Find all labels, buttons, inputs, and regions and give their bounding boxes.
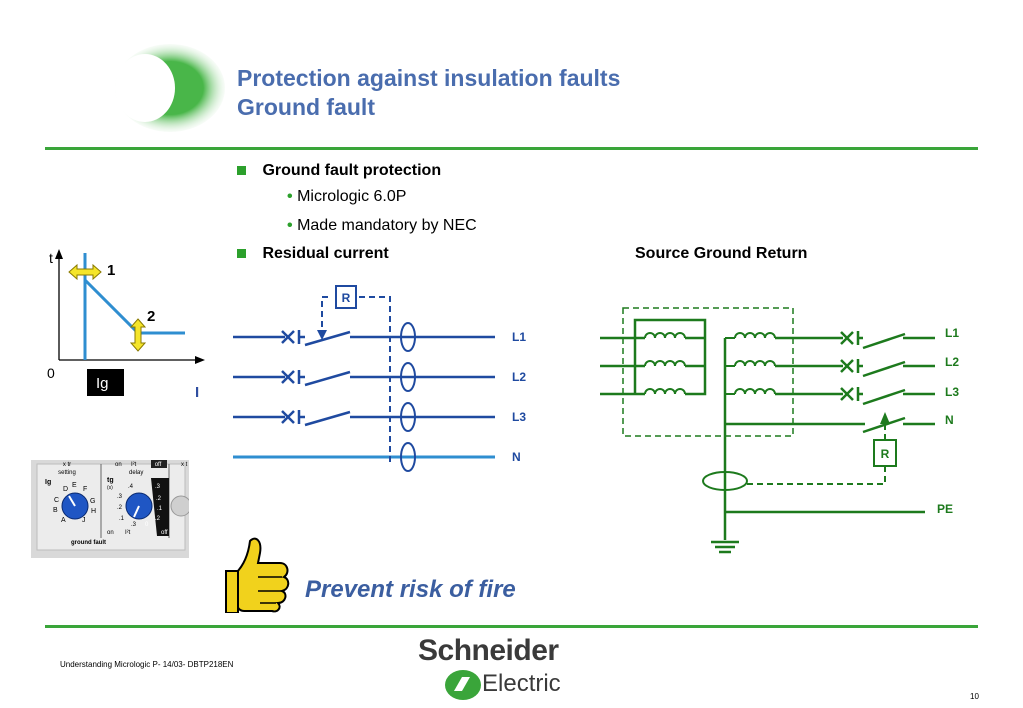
transformer-coil-icon — [644, 332, 776, 395]
svg-text:.3: .3 — [155, 484, 161, 490]
svg-text:.2: .2 — [155, 516, 161, 522]
svg-text:.1: .1 — [157, 506, 163, 512]
line-l3-label: L3 — [512, 410, 526, 424]
title-line-1: Protection against insulation faults — [237, 65, 621, 91]
line-l1-label: L1 — [512, 330, 526, 344]
sub-bullet-text: Micrologic 6.0P — [297, 188, 407, 205]
marker-2-label: 2 — [147, 308, 155, 325]
slogan: Prevent risk of fire — [305, 576, 516, 603]
bullet-square-icon — [237, 249, 246, 258]
sub-bullet-text: Made mandatory by NEC — [297, 217, 477, 234]
tg-unit-label: (s) — [107, 485, 113, 491]
svg-text:A: A — [61, 517, 66, 524]
slide-title: Protection against insulation faults Gro… — [237, 64, 620, 122]
trip-curve-diagram: t 1 2 0 Ig I — [47, 249, 205, 401]
current-sensor-icon — [400, 322, 416, 472]
line-n-label: N — [945, 413, 954, 427]
decorative-green-ellipse — [115, 44, 225, 132]
svg-text:J: J — [82, 517, 86, 524]
origin-label: 0 — [47, 365, 55, 381]
svg-text:I²t: I²t — [125, 530, 131, 536]
ground-fault-caption: ground fault — [71, 540, 106, 546]
sub-bullet: • Made mandatory by NEC — [287, 217, 477, 234]
ig-dial-label: Ig — [45, 479, 51, 486]
setting-label: setting — [58, 470, 76, 476]
line-l3-label: L3 — [945, 385, 959, 399]
svg-text:off: off — [161, 530, 168, 536]
logo-mark-icon — [445, 670, 481, 700]
bullet-label: Residual current — [262, 245, 389, 262]
sub-bullet: • Micrologic 6.0P — [287, 188, 407, 205]
vertical-double-arrow-icon — [129, 318, 147, 352]
residual-current-diagram: R L1 L2 L3 N — [233, 285, 526, 472]
schneider-electric-logo: Schneider Electric — [418, 632, 593, 704]
line-n-label: N — [512, 450, 521, 464]
svg-text:.1: .1 — [119, 516, 125, 522]
bullet-label: Ground fault protection — [262, 162, 442, 179]
svg-text:.4: .4 — [128, 484, 134, 490]
thumbs-up-icon — [225, 537, 290, 613]
relay-label: R — [342, 291, 351, 305]
x-tr-right: x t — [181, 462, 188, 468]
i-axis-label: I — [195, 384, 199, 401]
micrologic-dial-panel: off x tr setting on I²t delay x t Ig tg … — [31, 460, 189, 558]
svg-text:G: G — [90, 498, 95, 505]
svg-text:F: F — [83, 486, 87, 493]
line-l2-label: L2 — [512, 370, 526, 384]
breaker-contact-icon — [281, 330, 301, 424]
svg-text:H: H — [91, 508, 96, 515]
svg-text:.2: .2 — [156, 496, 162, 502]
bullet-residual-current: Residual current — [237, 245, 389, 263]
bottom-divider — [45, 625, 978, 628]
svg-text:0: 0 — [145, 522, 149, 528]
footer-text: Understanding Micrologic P- 14/03- DBTP2… — [60, 660, 234, 669]
bullet-ground-fault: Ground fault protection — [237, 162, 441, 180]
svg-text:.3: .3 — [117, 494, 123, 500]
on-label: on — [115, 462, 122, 468]
t-axis-label: t — [49, 250, 53, 266]
it-label: I²t — [131, 462, 137, 468]
horizontal-double-arrow-icon — [68, 263, 102, 281]
title-line-2: Ground fault — [237, 94, 375, 120]
line-pe-label: PE — [937, 502, 953, 516]
top-divider — [45, 147, 978, 150]
line-l1-label: L1 — [945, 326, 959, 340]
x-tr-left: x tr — [63, 462, 71, 468]
off-label: off — [155, 462, 162, 468]
source-ground-return-diagram: R L1 L2 L3 N PE — [600, 307, 959, 554]
svg-text:E: E — [72, 482, 77, 489]
svg-text:on: on — [107, 530, 114, 536]
breaker-contact-icon — [840, 331, 860, 401]
svg-text:D: D — [63, 486, 68, 493]
line-l2-label: L2 — [945, 355, 959, 369]
delay-label: delay — [129, 470, 143, 476]
svg-text:.3: .3 — [131, 522, 137, 528]
svg-text:B: B — [53, 507, 58, 514]
source-ground-return-heading: Source Ground Return — [635, 245, 808, 262]
bullet-square-icon — [237, 166, 246, 175]
svg-text:.2: .2 — [117, 505, 123, 511]
marker-1-label: 1 — [107, 262, 115, 279]
relay-label: R — [881, 447, 890, 461]
page-number: 10 — [970, 692, 979, 701]
svg-text:C: C — [54, 497, 59, 504]
tg-dial-label: tg — [107, 477, 114, 484]
ig-label: Ig — [96, 375, 109, 392]
